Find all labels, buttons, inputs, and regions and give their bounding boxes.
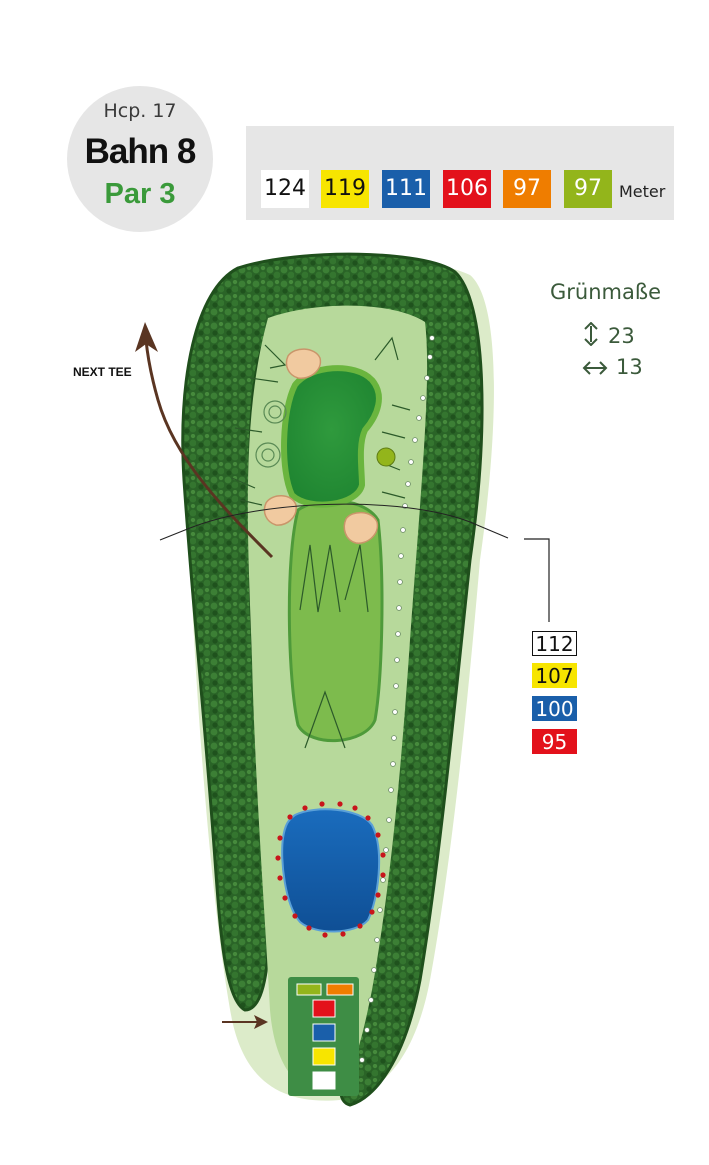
green-depth: 23 [582,321,635,348]
layup-distance-red: 95 [532,729,577,754]
bunkers [263,348,379,544]
tee-distance-blue: 111 [382,170,430,208]
tee-distance-yellow: 119 [321,170,369,208]
hole-name: Bahn 8 [84,132,197,171]
par-label: Par 3 [104,178,176,210]
next-tee-label: NEXT TEE [73,365,132,379]
tee-markers [296,983,354,1090]
tee-distance-orange: 97 [503,170,551,208]
layup-bracket [524,538,550,622]
tee-distance-red: 106 [443,170,491,208]
vertical-arrows-icon [584,321,598,347]
shrub [376,447,396,467]
green [281,365,382,508]
tee-distance-bar: 124 119 111 106 97 97 Meter [246,126,674,220]
green-width-value: 13 [616,355,643,379]
distance-arc [159,503,509,541]
tee-distance-white: 124 [261,170,309,208]
water-hazard [281,808,381,933]
handicap-label: Hcp. 17 [103,100,177,122]
next-tee-arrow [135,322,274,559]
hole-badge: Hcp. 17 Bahn 8 Par 3 [67,86,213,232]
distance-unit: Meter [619,182,666,201]
rock-swirls [255,400,287,468]
layup-distance-yellow: 107 [532,663,577,688]
green-width: 13 [582,355,643,379]
layup-distance-white: 112 [532,631,577,656]
tee-arrow [222,1015,268,1029]
hazard-stakes [275,801,386,938]
green-depth-value: 23 [608,324,635,348]
grass-tufts [231,336,411,749]
fairway [287,499,384,743]
layup-distance-blue: 100 [532,696,577,721]
green-dimensions-title: Grünmaße [550,280,661,304]
tee-distance-green: 97 [564,170,612,208]
horizontal-arrows-icon [582,361,608,375]
boundary-stakes [359,335,435,1063]
